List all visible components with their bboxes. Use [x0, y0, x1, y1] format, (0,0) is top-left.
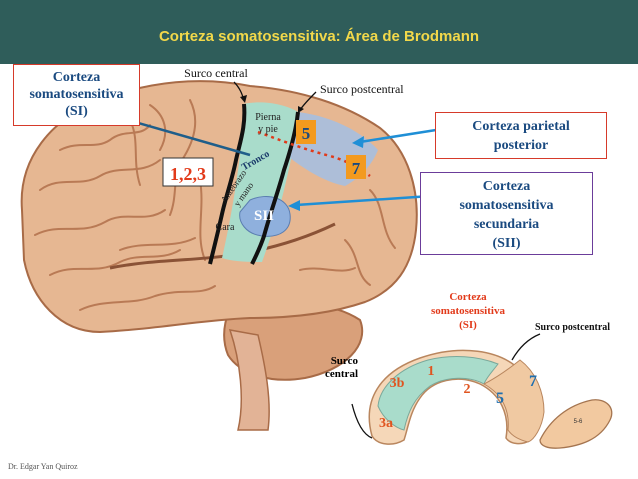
inset-cortex-section: [351, 333, 613, 449]
callout-si-line3: (SI): [65, 104, 88, 119]
callout-sii-line3: secundaria: [473, 217, 540, 232]
page-title: Corteza somatosensitiva: Área de Brodman…: [158, 28, 480, 45]
brainstem: [228, 329, 270, 431]
surco-central-label: Surco central: [184, 66, 248, 80]
inset-title-line2: somatosensitiva: [431, 305, 505, 317]
inset-area-3b: 3b: [390, 376, 405, 391]
inset-area-5: 5: [496, 390, 504, 407]
callout-sii-line1: Corteza: [482, 179, 531, 194]
inset-small-area: [539, 399, 613, 449]
area-123-box: [162, 157, 214, 187]
inset-central-sulcus-line: [351, 403, 373, 439]
callout-sii-line2: somatosensitiva: [459, 198, 554, 213]
title-bar: Corteza somatosensitiva: Área de Brodman…: [0, 0, 638, 64]
brain-illustration: [20, 80, 418, 431]
sii-label: SII: [254, 208, 274, 224]
inset-surco-central-line1: Surco: [330, 355, 358, 367]
inset-postcentral-line: [511, 333, 541, 361]
inset-area-7: 7: [529, 373, 537, 390]
callout-sii-line4: (SII): [492, 236, 521, 251]
postcentral-sulcus-line: [250, 111, 300, 265]
area-7-box: [346, 155, 366, 179]
area-7-label: 7: [352, 159, 361, 178]
inset-surco-postcentral-label: Surco postcentral: [535, 322, 611, 333]
callout-parietal-posterior: Corteza parietal posterior: [435, 112, 607, 159]
area-5-label: 5: [302, 124, 311, 143]
area-123-label: 1,2,3: [170, 164, 206, 184]
callout-parietal-line1: Corteza parietal: [472, 119, 570, 134]
inset-surco-central-label: Surco central: [318, 355, 358, 381]
inset-area-2: 2: [464, 382, 471, 397]
pierna-label: Pierna: [255, 112, 281, 123]
inset-small-area-label: 5-6: [574, 419, 583, 425]
inset-surco-central-line2: central: [325, 368, 358, 380]
inset-title-line1: Corteza: [449, 291, 487, 303]
callout-sii: Corteza somatosensitiva secundaria (SII): [420, 172, 593, 255]
area-5-box: [296, 120, 316, 144]
gyri-lines: [34, 99, 396, 311]
central-sulcus-line: [208, 103, 247, 265]
cara-label: Cara: [216, 222, 235, 233]
callout-parietal-line2: posterior: [493, 138, 549, 153]
callout-si: Corteza somatosensitiva (SI): [13, 64, 140, 126]
inset-title-line3: (SI): [459, 319, 477, 331]
surco-postcentral-label: Surco postcentral: [320, 82, 404, 96]
inset-area-1: 1: [428, 364, 435, 379]
callout-si-line1: Corteza: [52, 70, 101, 85]
inset-posterior-region: [482, 359, 545, 443]
inset-area-3a: 3a: [379, 416, 393, 431]
inset-area-strip: [377, 356, 499, 431]
parietal-pointer-arrow: [359, 128, 437, 144]
callout-si-line2: somatosensitiva: [29, 87, 124, 102]
inset-title: Corteza somatosensitiva (SI): [408, 290, 528, 332]
author-credit: Dr. Edgar Yan Quiroz: [8, 462, 78, 471]
y-pie-label: y pie: [258, 124, 278, 135]
